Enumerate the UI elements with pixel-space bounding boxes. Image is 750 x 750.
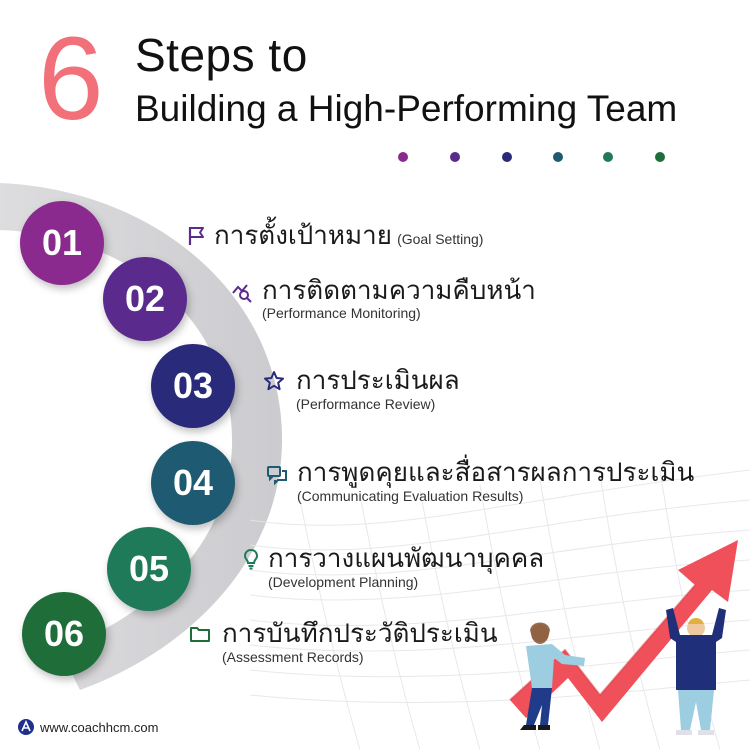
star-icon <box>264 371 284 391</box>
coachhcm-logo-icon <box>18 719 34 735</box>
step-badge-04: 04 <box>151 441 235 525</box>
chart-search-icon <box>232 284 252 303</box>
step-badge-06: 06 <box>22 592 106 676</box>
step-4-subtitle: (Communicating Evaluation Results) <box>297 488 524 504</box>
step-6-title: การบันทึกประวัติประเมิน <box>222 619 498 649</box>
flag-icon <box>188 227 204 245</box>
step-3-title: การประเมินผล <box>296 366 460 396</box>
step-1-subtitle: (Goal Setting) <box>397 231 484 247</box>
title-line-2: Building a High-Performing Team <box>135 88 678 129</box>
step-5-title: การวางแผนพัฒนาบุคคล <box>268 544 545 574</box>
website-link[interactable]: www.coachhcm.com <box>40 719 159 735</box>
step-2-title: การติดตามความคืบหน้า <box>262 276 536 306</box>
step-badge-03: 03 <box>151 344 235 428</box>
folder-icon <box>190 627 210 642</box>
chat-icon <box>267 466 287 486</box>
step-6-subtitle: (Assessment Records) <box>222 649 364 665</box>
step-4-title: การพูดคุยและสื่อสารผลการประเมิน <box>297 458 695 488</box>
step-3-subtitle: (Performance Review) <box>296 396 436 412</box>
step-1-title: การตั้งเป้าหมาย <box>214 221 392 251</box>
dots-divider <box>398 152 720 162</box>
step-badge-02: 02 <box>103 257 187 341</box>
step-2-subtitle: (Performance Monitoring) <box>262 305 421 321</box>
step-badge-05: 05 <box>107 527 191 611</box>
growth-arrow-illustration <box>509 540 738 735</box>
step-count-number: 6 <box>38 13 104 145</box>
step-badge-01: 01 <box>20 201 104 285</box>
step-1-text: การตั้งเป้าหมาย (Goal Setting) <box>214 221 483 251</box>
step-5-subtitle: (Development Planning) <box>268 574 419 590</box>
title-line-1: Steps to <box>135 29 308 81</box>
footer: www.coachhcm.com <box>18 719 158 735</box>
lightbulb-icon <box>243 548 259 570</box>
